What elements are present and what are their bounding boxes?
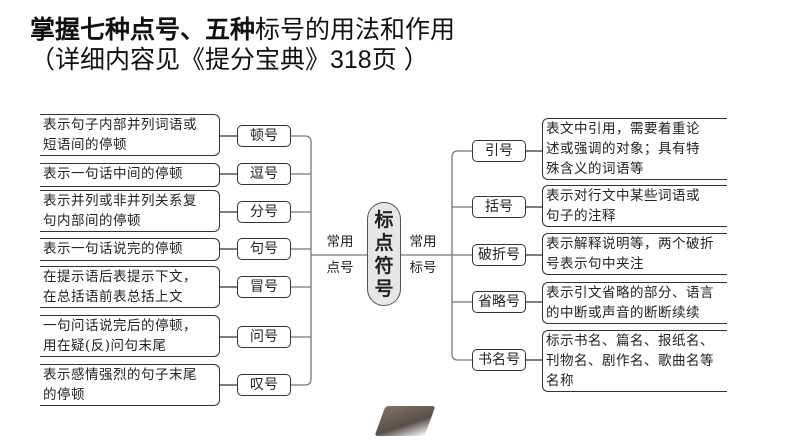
page-title: 掌握七种点号、五种标号的用法和作用	[30, 16, 455, 44]
tag-wenhao: 问号	[237, 326, 291, 348]
right-category-label: 常用 标号	[407, 229, 439, 281]
right-category-line1: 常用	[409, 234, 437, 250]
tag-maohao: 冒号	[237, 276, 291, 298]
tag-pozhehao: 破折号	[472, 244, 526, 266]
tag-shenglvehao: 省略号	[472, 291, 526, 313]
desc-wenhao: 一句问话说完后的停顿， 用在疑(反)问句末尾	[40, 315, 220, 357]
tag-kuohao: 括号	[472, 196, 526, 218]
left-category-line2: 点号	[326, 260, 354, 276]
tag-dunhao: 顿号	[237, 125, 291, 147]
left-category-label: 常用 点号	[324, 229, 356, 281]
left-category-line1: 常用	[326, 234, 354, 250]
desc-douhao: 表示一句话中间的停顿	[40, 163, 220, 187]
right-category-line2: 标号	[409, 260, 437, 276]
desc-fenhao: 表示并列或非并列关系复 句内部间的停顿	[40, 190, 220, 232]
desc-dunhao: 表示句子内部并列词语或 短语间的停顿	[40, 114, 220, 156]
tag-juhao: 句号	[237, 238, 291, 260]
tag-douhao: 逗号	[237, 163, 291, 185]
center-label: 标点符号	[374, 210, 394, 300]
desc-yinhao: 表文中引用，需要着重论 述或强调的对象；具有特 殊含义的词语等	[542, 118, 727, 180]
title-rest: 标号的用法和作用	[255, 16, 456, 44]
desc-shenglvehao: 表示引文省略的部分、语言 的中断或声音的断断续续	[542, 282, 727, 324]
desc-kuohao: 表示对行文中某些词语或 句子的注释	[542, 185, 727, 227]
desc-juhao: 表示一句话说完的停顿	[40, 238, 220, 261]
desc-tanhao: 表示感情强烈的句子末尾 的停顿	[40, 364, 220, 406]
tag-tanhao: 叹号	[237, 374, 291, 396]
center-node: 标点符号	[367, 202, 401, 306]
tag-fenhao: 分号	[237, 201, 291, 223]
tag-shuminghao: 书名号	[472, 349, 526, 371]
page-subtitle: （详细内容见《提分宝典》318页 ）	[30, 46, 429, 74]
desc-maohao: 在提示语后表提示下文， 在总括语前表总括上文	[40, 266, 220, 308]
title-bold: 掌握七种点号、五种	[30, 16, 256, 44]
desc-pozhehao: 表示解释说明等，两个破折 号表示句中夹注	[542, 233, 727, 275]
tag-yinhao: 引号	[472, 140, 526, 162]
desc-shuminghao: 标示书名、篇名、报纸名、 刊物名、剧作名、歌曲名等 名称	[542, 330, 727, 392]
